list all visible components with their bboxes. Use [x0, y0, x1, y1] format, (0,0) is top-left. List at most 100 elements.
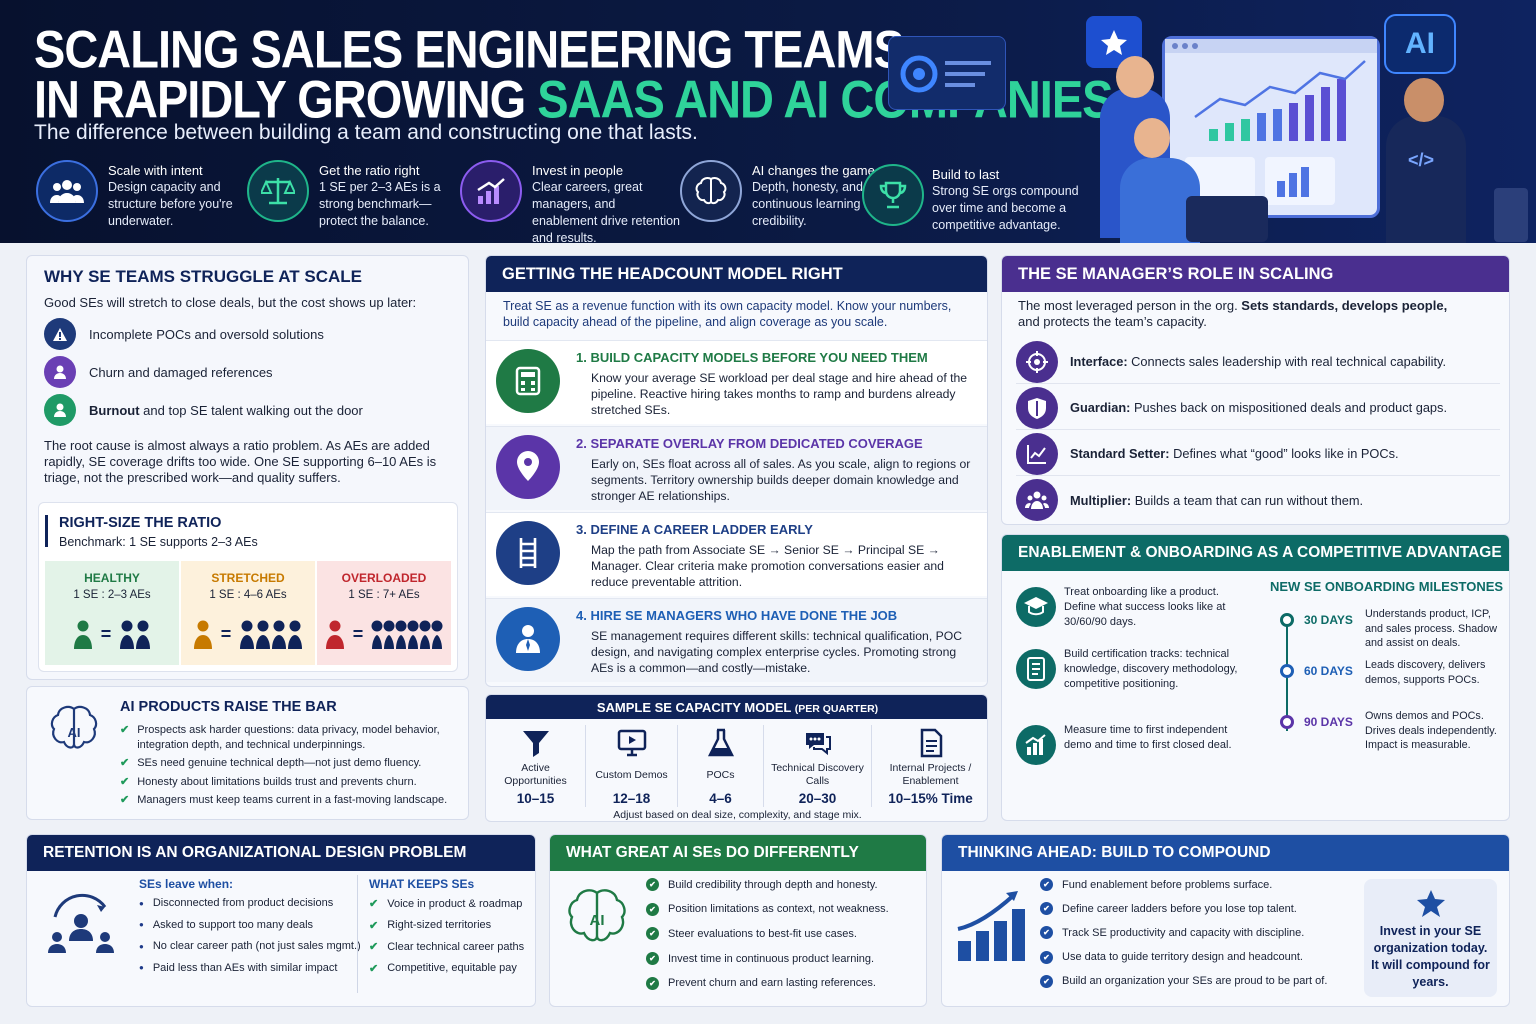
warning-icon — [44, 318, 76, 350]
manager-icon — [496, 607, 560, 671]
role-text: Interface: Connects sales leadership wit… — [1070, 354, 1447, 369]
laptop — [1186, 196, 1268, 242]
list-item: ✔Use data to guide territory design and … — [1040, 950, 1303, 964]
thinking-title: THINKING AHEAD: BUILD TO COMPOUND — [942, 835, 1509, 871]
star-icon — [1416, 889, 1446, 922]
capacity-label: Active Opportunities — [504, 762, 567, 787]
capacity-value: 10–15% Time — [888, 791, 973, 806]
compound-callout: Invest in your SE organization today. It… — [1364, 879, 1497, 997]
person-icon — [193, 620, 212, 649]
check-icon: ✔ — [646, 976, 659, 990]
funnel-icon — [486, 727, 585, 759]
user-icon — [44, 394, 76, 426]
ratio-title: RIGHT-SIZE THE RATIO — [59, 515, 222, 531]
bullet-icon: ● — [139, 963, 144, 972]
step-title: 4. HIRE SE MANAGERS WHO HAVE DONE THE JO… — [576, 608, 898, 623]
person-icon — [419, 620, 431, 649]
person-icon — [256, 620, 271, 649]
ai-products-list: ✔Prospects ask harder questions: data pr… — [120, 723, 458, 808]
list-item: ✔Clear technical career paths — [369, 940, 525, 954]
list-item: ✔Honesty about limitations builds trust … — [120, 775, 417, 788]
enablement-text: Build certification tracks: technical kn… — [1064, 648, 1238, 690]
list-item: ●No clear career path (not just sales mg… — [139, 940, 361, 952]
line-chart-icon — [1016, 432, 1058, 475]
milestones-title: NEW SE ONBOARDING MILESTONES — [1270, 579, 1504, 594]
great-ai-card: WHAT GREAT AI SEs DO DIFFERENTLY AI ✔Bui… — [549, 834, 927, 1007]
headcount-card: GETTING THE HEADCOUNT MODEL RIGHT Treat … — [485, 255, 988, 687]
ratio-figure: = — [45, 617, 179, 651]
check-icon: ✔ — [369, 919, 379, 932]
brain-icon — [680, 160, 742, 222]
ai-badge: AI — [1384, 14, 1456, 74]
list-item: ●Asked to support too many deals — [139, 918, 314, 931]
step-title: 2. SEPARATE OVERLAY FROM DEDICATED COVER… — [576, 436, 923, 451]
ratio-label: STRETCHED — [211, 571, 285, 585]
page-title-line2: IN RAPIDLY GROWING SAAS AND AI COMPANIES — [34, 69, 1114, 129]
capacity-column: Internal Projects / Enablement 10–15% Tim… — [872, 725, 987, 807]
engineer-head — [1404, 78, 1444, 122]
step-text: Map the path from Associate SE → Senior … — [591, 543, 944, 589]
shield-icon — [1016, 386, 1058, 429]
milestone-day: 60 DAYS — [1304, 664, 1353, 678]
milestone-text: Owns demos and POCs. Drives deals indepe… — [1365, 710, 1497, 751]
thinking-card: THINKING AHEAD: BUILD TO COMPOUND ✔Fund … — [941, 834, 1510, 1007]
check-icon: ✔ — [1040, 902, 1053, 916]
checklist-icon — [1016, 649, 1056, 689]
capacity-value: 4–6 — [709, 791, 732, 806]
thinking-list: ✔Fund enablement before problems surface… — [1040, 878, 1340, 1003]
milestone-dot — [1280, 715, 1294, 729]
headcount-steps: 1. BUILD CAPACITY MODELS BEFORE YOU NEED… — [486, 340, 987, 685]
step-text: Know your average SE workload per deal s… — [591, 371, 968, 417]
milestone-text: Leads discovery, delivers demos, support… — [1365, 659, 1486, 686]
retention-title: RETENTION IS AN ORGANIZATIONAL DESIGN PR… — [27, 835, 535, 871]
developer-head — [1134, 118, 1170, 158]
equals-sign: = — [220, 623, 232, 644]
enablement-text: Measure time to first independent demo a… — [1064, 724, 1232, 751]
capacity-label: Internal Projects / Enablement — [889, 762, 972, 787]
presenter-head — [1116, 56, 1154, 98]
check-icon: ✔ — [120, 757, 130, 769]
person-icon — [272, 620, 287, 649]
bullet-icon: ● — [139, 920, 144, 929]
callout-text: Invest in your SE organization today. It… — [1371, 924, 1490, 989]
struggle-item: Churn and damaged references — [44, 356, 273, 388]
check-icon: ✔ — [369, 898, 379, 910]
analytics-screen — [1162, 36, 1380, 218]
enablement-title: ENABLEMENT & ONBOARDING AS A COMPETITIVE… — [1002, 535, 1509, 571]
map-pin-icon — [496, 435, 560, 499]
target-icon — [1016, 340, 1058, 383]
divider — [357, 875, 358, 993]
person-icon — [44, 356, 76, 388]
enablement-item: Treat onboarding like a product. Define … — [1016, 585, 1246, 649]
check-icon: ✔ — [646, 878, 659, 891]
chat-icon — [764, 727, 871, 759]
check-icon: ✔ — [1040, 926, 1053, 940]
list-item: ●Disconnected from product decisions — [139, 897, 334, 909]
person-icon — [383, 620, 395, 649]
keep-list: ✔Voice in product & roadmap✔Right-sized … — [369, 897, 534, 997]
person-icon — [371, 620, 383, 649]
retention-card: RETENTION IS AN ORGANIZATIONAL DESIGN PR… — [26, 834, 536, 1007]
list-item: ✔Build an organization your SEs are prou… — [1040, 974, 1327, 988]
flask-icon — [678, 727, 763, 759]
page-title-line1: SCALING SALES ENGINEERING TEAMS — [34, 19, 905, 79]
manager-card: THE SE MANAGER’S ROLE IN SCALING The mos… — [1001, 255, 1510, 525]
person-icon — [73, 620, 92, 649]
list-item: ✔Prospects ask harder questions: data pr… — [120, 724, 440, 751]
list-item: ✔Define career ladders before you lose t… — [1040, 902, 1297, 916]
person-icon — [240, 620, 255, 649]
manager-role: Standard Setter: Defines what “good” loo… — [1016, 432, 1500, 476]
svg-text:AI: AI — [68, 725, 81, 740]
code-icon: </> — [1408, 150, 1435, 170]
manager-intro: The most leveraged person in the org. Se… — [1018, 298, 1448, 329]
enablement-items: Treat onboarding like a product. Define … — [1016, 585, 1246, 815]
engineer-figure — [1386, 116, 1466, 243]
